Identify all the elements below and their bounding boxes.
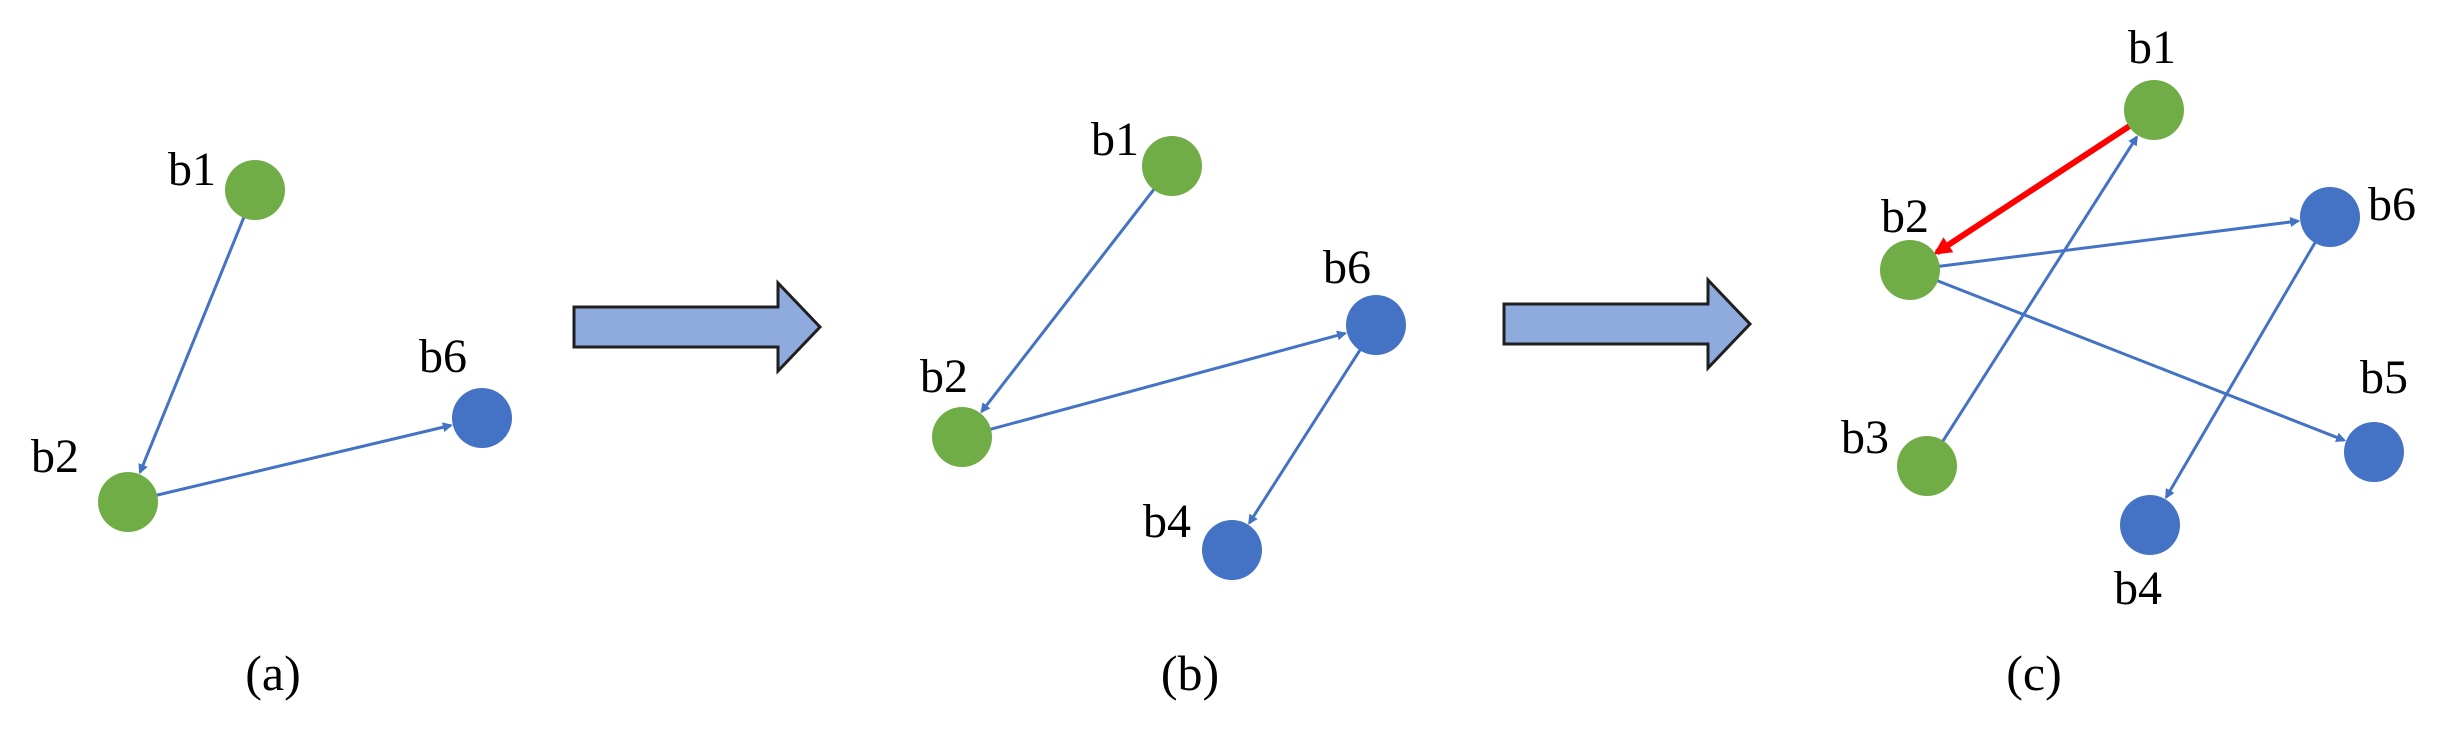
edge-b-b1-to-b2 xyxy=(980,185,1158,414)
node-c-b5 xyxy=(2344,422,2404,482)
node-c-b4 xyxy=(2120,495,2180,555)
edge-c-b6-to-b4 xyxy=(2164,238,2319,500)
edge-b-b6-to-b4 xyxy=(1247,346,1364,525)
node-c-b3 xyxy=(1897,436,1957,496)
node-label-a-b6: b6 xyxy=(419,330,467,383)
transition-arrow-1 xyxy=(572,279,823,375)
transitions-layer xyxy=(572,276,1753,375)
panel-caption-c: (c) xyxy=(2006,645,2062,701)
node-a-b2 xyxy=(98,472,158,532)
node-b-b6 xyxy=(1346,295,1406,355)
node-label-c-b3: b3 xyxy=(1841,411,1889,464)
node-c-b2 xyxy=(1880,240,1940,300)
node-c-b6 xyxy=(2300,187,2360,247)
transition-arrow-2 xyxy=(1502,276,1753,372)
node-a-b6 xyxy=(452,388,512,448)
edge-b-b2-to-b6 xyxy=(986,330,1348,432)
edge-c-b3-to-b1 xyxy=(1939,135,2139,445)
node-label-c-b6: b6 xyxy=(2368,178,2416,231)
node-label-b-b6: b6 xyxy=(1323,241,1371,294)
node-a-b1 xyxy=(225,160,285,220)
node-b-b2 xyxy=(932,407,992,467)
edges-layer xyxy=(138,121,2347,525)
node-label-a-b2: b2 xyxy=(31,430,79,483)
node-label-c-b1: b1 xyxy=(2128,21,2176,74)
node-label-b-b4: b4 xyxy=(1143,495,1191,548)
labels-layer: b1 b2 b6 (a) b1 b2 b6 b4 (b) b1 b2 b3 b6 b5 b4 (c) xyxy=(31,21,2416,701)
edge-a-b1-to-b2 xyxy=(138,213,247,475)
panel-caption-b: (b) xyxy=(1161,645,1219,701)
edge-c-b2-to-b6 xyxy=(1935,217,2301,269)
node-label-c-b2: b2 xyxy=(1881,190,1929,243)
edge-c-b2-to-b5 xyxy=(1933,278,2347,443)
edge-a-b2-to-b6 xyxy=(152,422,453,498)
node-label-a-b1: b1 xyxy=(168,143,216,196)
node-b-b1 xyxy=(1142,136,1202,196)
node-b-b4 xyxy=(1202,520,1262,580)
node-label-c-b5: b5 xyxy=(2360,351,2408,404)
node-label-b-b2: b2 xyxy=(920,350,968,403)
node-label-b-b1: b1 xyxy=(1091,113,1139,166)
node-label-c-b4: b4 xyxy=(2114,562,2162,615)
panel-caption-a: (a) xyxy=(245,645,301,701)
nodes-layer xyxy=(98,80,2404,580)
edge-c-b1-to-b2-highlighted xyxy=(1933,121,2134,255)
node-c-b1 xyxy=(2124,80,2184,140)
